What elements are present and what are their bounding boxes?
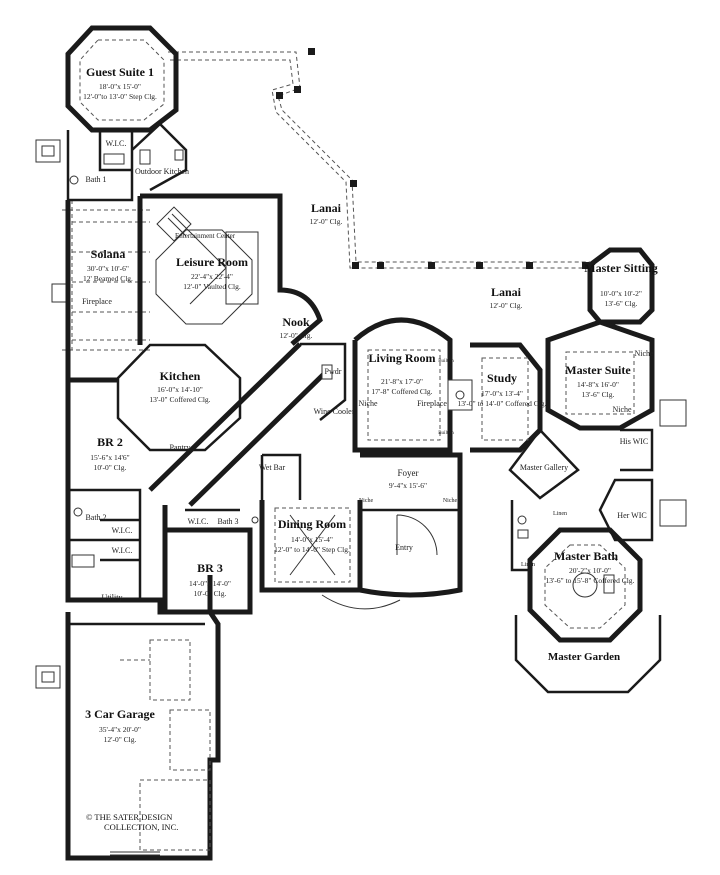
room-name-br-3: BR 3 — [197, 561, 223, 575]
room-dims-br-3: 14'-0"x 14'-0" — [189, 579, 231, 588]
room-dims-master-bath: 20'-2"x 10'-0" — [569, 566, 611, 575]
label-pantry: Pantry — [170, 443, 191, 452]
label-builtin-2: Built-in — [438, 431, 454, 436]
room-clg-living-room: 17'-8" Coffered Clg. — [371, 387, 432, 396]
label-wic-br2b: W.I.C. — [112, 546, 133, 555]
label-wet-bar: Wet Bar — [259, 463, 286, 472]
room-name-master-bath: Master Bath — [554, 549, 618, 563]
room-clg-lanai-north: 12'-0" Clg. — [310, 217, 343, 226]
label-outdoor-kitchen: Outdoor Kitchen — [135, 167, 189, 176]
room-clg-master-sitting: 13'-6" Clg. — [605, 299, 638, 308]
label-master-garden: Master Garden — [548, 651, 620, 663]
room-labels: Guest Suite 1 18'-0"x 15'-0" 12'-0"to 13… — [83, 65, 658, 744]
room-clg-br-3: 10'-0" Clg. — [194, 589, 227, 598]
room-dims-garage: 35'-4"x 20'-0" — [99, 725, 141, 734]
room-dims-master-suite: 14'-8"x 16'-0" — [577, 380, 619, 389]
lanai-outline — [62, 48, 590, 351]
room-name-garage: 3 Car Garage — [85, 707, 155, 721]
room-name-guest-suite-1: Guest Suite 1 — [86, 65, 154, 79]
room-clg-solana: 12' Beamed Clg. — [83, 274, 133, 283]
room-dims-foyer: 9'-4"x 15'-6" — [389, 481, 427, 490]
room-name-master-suite: Master Suite — [565, 363, 631, 377]
room-clg-master-suite: 13'-6" Clg. — [582, 390, 615, 399]
room-dims-guest-suite-1: 18'-0"x 15'-0" — [99, 82, 141, 91]
room-name-lanai-east: Lanai — [491, 285, 522, 299]
planters — [35, 139, 687, 689]
room-dims-living-room: 21'-8"x 17'-0" — [381, 377, 423, 386]
label-entertainment-center: Entertainment Center — [175, 232, 236, 240]
main-walls — [65, 193, 662, 861]
label-wine-cooler: Wine Cooler — [314, 407, 355, 416]
label-niche-master-2: Niche — [612, 405, 632, 414]
label-master-gallery: Master Gallery — [520, 463, 568, 472]
label-niche-foyer-1: Niche — [359, 498, 374, 504]
small-labels: W.I.C. Bath 1 Outdoor Kitchen Entertainm… — [82, 139, 654, 663]
label-wic-br2a: W.I.C. — [112, 526, 133, 535]
room-dims-solana: 30'-0"x 10'-6" — [87, 264, 129, 273]
room-dims-study: 17'-0"x 13'-4" — [481, 389, 523, 398]
room-dims-dining-room: 14'-0"x 15'-4" — [291, 535, 333, 544]
label-pwdr: Pwdr — [325, 367, 342, 376]
label-bath2: Bath 2 — [85, 513, 106, 522]
room-name-kitchen: Kitchen — [160, 369, 201, 383]
room-clg-br-2: 10'-0" Clg. — [94, 463, 127, 472]
label-fireplace-solana: Fireplace — [82, 297, 112, 306]
copyright-line2: COLLECTION, INC. — [104, 822, 178, 832]
label-bath1: Bath 1 — [85, 175, 106, 184]
label-his-wic: His WIC — [620, 437, 649, 446]
label-builtin-1: Built-in — [438, 359, 454, 364]
room-name-master-sitting-text: Master Sitting — [584, 261, 657, 275]
room-name-br-2: BR 2 — [97, 435, 123, 449]
room-name-foyer: Foyer — [398, 468, 419, 478]
room-dims-kitchen: 16'-0"x 14'-10" — [157, 385, 203, 394]
room-name-dining-room: Dining Room — [278, 517, 346, 531]
room-clg-lanai-east: 12'-0" Clg. — [490, 301, 523, 310]
room-name-leisure-room: Leisure Room — [176, 255, 248, 269]
room-clg-master-bath: 13'-6" to 15'-8" Coffered Clg. — [546, 576, 635, 585]
guest-suite-walls — [65, 25, 188, 202]
label-linen-2: Linen — [521, 562, 535, 568]
copyright: © THE SATER DESIGN COLLECTION, INC. — [86, 812, 178, 832]
label-niche-master-1: Niche — [634, 349, 654, 358]
room-clg-garage: 12'-0" Clg. — [104, 735, 137, 744]
room-dims-leisure-room: 22'-4"x 22'-4" — [191, 272, 233, 281]
label-niche-foyer-2: Niche — [443, 498, 458, 504]
room-clg-nook: 12'-0" Clg. — [280, 331, 313, 340]
room-clg-kitchen: 13'-0" Coffered Clg. — [149, 395, 210, 404]
label-niche-living: Niche — [358, 399, 378, 408]
copyright-line1: © THE SATER DESIGN — [86, 812, 172, 822]
label-utility: Utility — [102, 593, 123, 602]
room-name-study: Study — [487, 371, 517, 385]
label-wic-guest: W.I.C. — [106, 139, 127, 148]
room-name-master-sitting: Master Sitting — [584, 261, 657, 275]
label-linen-1: Linen — [553, 511, 567, 517]
label-entry: Entry — [395, 543, 413, 552]
room-clg-study: 13'-0" to 14'-0" Coffered Clg. — [458, 399, 547, 408]
room-dims-master-sitting: 10'-0"x 10'-2" — [600, 289, 642, 298]
room-clg-dining-room: 12'-0" to 14'-0" Step Clg. — [274, 545, 350, 554]
room-name-living-room: Living Room — [368, 351, 435, 365]
room-dims-br-2: 15'-6"x 14'6" — [90, 453, 129, 462]
room-clg-leisure-room: 12'-0" Vaulted Clg. — [183, 282, 241, 291]
label-bath3: Bath 3 — [217, 517, 238, 526]
fixtures — [71, 206, 615, 598]
label-wic-br3: W.I.C. — [188, 517, 209, 526]
label-her-wic: Her WIC — [617, 511, 646, 520]
room-name-lanai-north: Lanai — [311, 201, 342, 215]
room-name-nook: Nook — [282, 315, 310, 329]
room-clg-guest-suite-1: 12'-0"to 13'-0" Step Clg. — [83, 92, 157, 101]
label-fireplace-living: Fireplace — [417, 399, 447, 408]
room-name-solana: Solana — [91, 247, 126, 261]
